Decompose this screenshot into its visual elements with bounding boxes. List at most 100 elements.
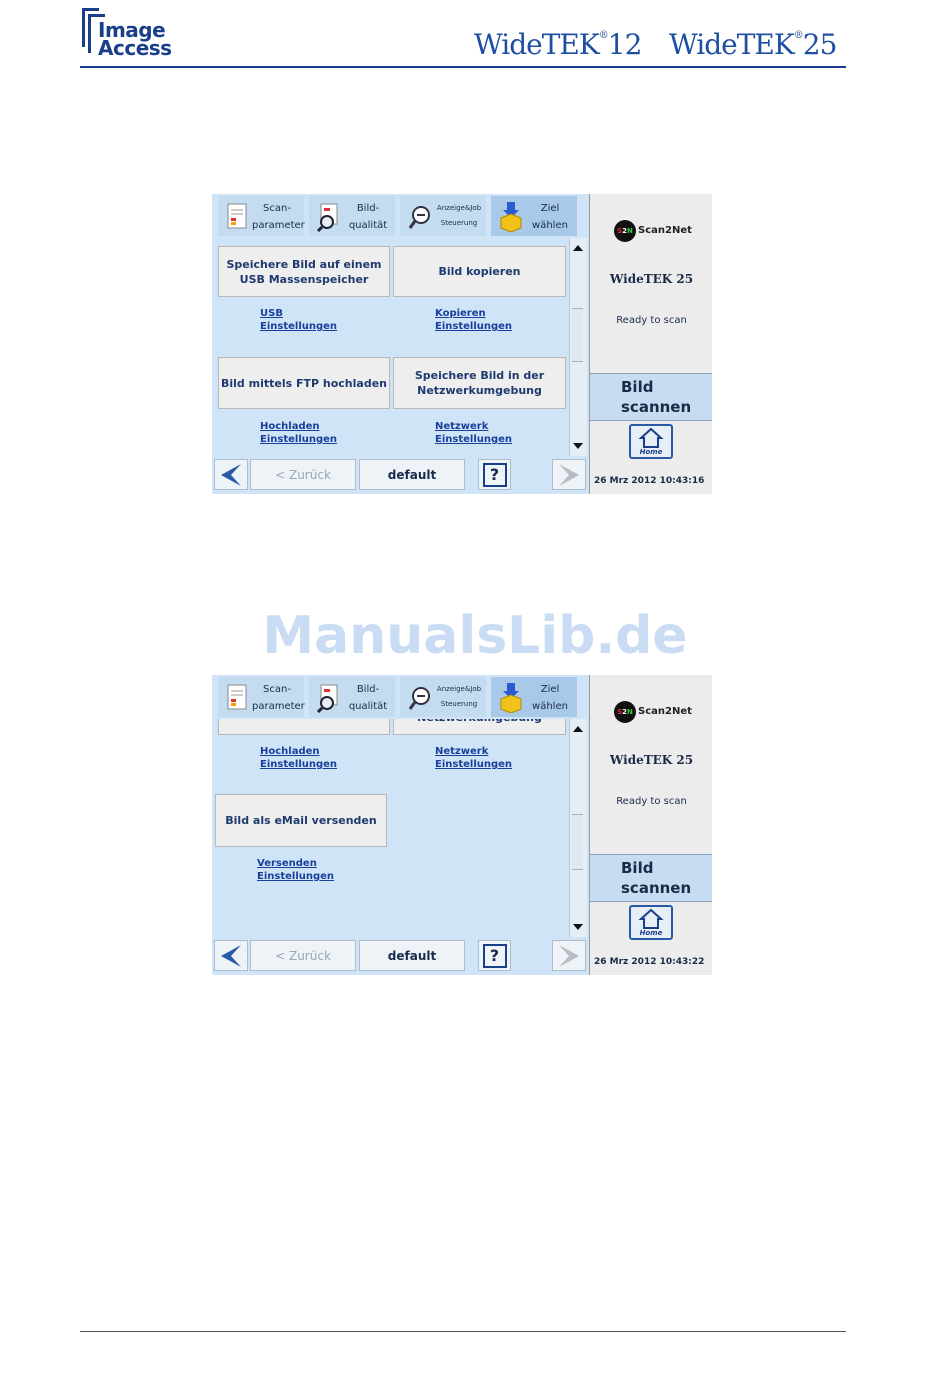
zoom-out-icon <box>408 206 430 229</box>
watermark: ManualsLib.de <box>262 606 688 666</box>
tab-label: qualität <box>348 701 388 712</box>
scan-button[interactable]: Bild scannen <box>590 854 712 902</box>
scroll-up-icon[interactable] <box>573 245 583 251</box>
scrollbar-thumb[interactable] <box>572 814 583 870</box>
tab-label: Bild- <box>356 684 380 695</box>
tab-label: Scan- <box>263 684 291 695</box>
tab-label: Ziel <box>540 684 560 695</box>
model-name: WideTEK 25 <box>609 753 694 767</box>
back-button[interactable]: < Zurück <box>250 940 356 971</box>
scrollbar-thumb[interactable] <box>572 308 583 362</box>
home-button[interactable]: Home <box>629 424 673 459</box>
help-icon: ? <box>482 943 507 968</box>
download-box-icon <box>500 202 522 232</box>
scan-button[interactable]: Bild scannen <box>590 373 712 421</box>
home-icon <box>638 427 664 448</box>
tab-label: parameter <box>252 701 305 712</box>
scroll-down-icon[interactable] <box>573 924 583 930</box>
tab-label: parameter <box>252 220 305 231</box>
arrow-right-icon <box>559 944 579 967</box>
logo-mark-icon <box>82 8 105 53</box>
help-button[interactable]: ? <box>478 940 511 971</box>
bottom-toolbar: < Zurück default ? <box>212 456 588 494</box>
ftp-upload-button[interactable]: Bild mittels FTP hochladen <box>218 357 390 409</box>
tab-label: wählen <box>532 220 568 231</box>
scroll-down-icon[interactable] <box>573 443 583 449</box>
document-icon <box>227 203 247 229</box>
tab-label: qualität <box>348 220 388 231</box>
status-text: Ready to scan <box>616 315 687 326</box>
tab-scan-parameter[interactable]: Scan- parameter <box>218 196 305 236</box>
tab-scan-parameter[interactable]: Scan- parameter <box>218 677 305 717</box>
logo-line1: Image <box>98 18 166 42</box>
tab-anzeige-job[interactable]: Anzeige&Job Steuerung <box>400 677 486 717</box>
next-button[interactable] <box>552 940 586 971</box>
default-button[interactable]: default <box>359 459 465 490</box>
model-name: WideTEK 25 <box>609 272 694 286</box>
tab-label: Bild- <box>356 203 380 214</box>
help-icon: ? <box>482 462 507 487</box>
logo-line2: Access <box>98 36 172 60</box>
arrow-left-icon <box>221 944 241 967</box>
save-network-button[interactable]: Speichere Bild in der Netzwerkumgebung <box>393 357 566 409</box>
magnifier-icon <box>317 684 338 713</box>
document-icon <box>227 684 247 710</box>
help-button[interactable]: ? <box>478 459 511 490</box>
screenshot-1: Scan- parameter Bild- qualität Anzeige&J… <box>212 194 712 494</box>
screenshot-2: Netzwerkumgebung Scan- parameter Bild- q… <box>212 675 712 975</box>
arrow-right-icon <box>559 463 579 486</box>
tab-anzeige-job[interactable]: Anzeige&Job Steuerung <box>400 196 486 236</box>
home-icon <box>638 908 664 929</box>
tab-label: Anzeige&Job <box>436 204 482 212</box>
status-text: Ready to scan <box>616 796 687 807</box>
datetime: 26 Mrz 2012 10:43:22 <box>594 957 705 967</box>
footer-rule <box>80 1331 846 1332</box>
tab-bar: Scan- parameter Bild- qualität Anzeige&J… <box>212 194 588 238</box>
tab-label: wählen <box>532 701 568 712</box>
copy-image-button[interactable]: Bild kopieren <box>393 246 566 297</box>
arrow-left-icon <box>221 463 241 486</box>
email-send-button[interactable]: Bild als eMail versenden <box>215 794 387 847</box>
brand-widetek-25: WideTEK®25 <box>669 28 837 61</box>
header-rule <box>80 66 846 68</box>
tab-label: Anzeige&Job <box>436 685 482 693</box>
tab-label: Ziel <box>540 203 560 214</box>
tab-bild-qualitaet[interactable]: Bild- qualität <box>309 677 395 717</box>
zoom-out-icon <box>408 687 430 710</box>
back-button[interactable]: < Zurück <box>250 459 356 490</box>
scrollbar[interactable] <box>569 238 587 456</box>
download-box-icon <box>500 683 522 713</box>
tab-label: Scan- <box>263 203 291 214</box>
tab-label: Steuerung <box>440 219 478 227</box>
image-access-logo: Image Access <box>82 8 177 60</box>
tab-bar: Scan- parameter Bild- qualität Anzeige&J… <box>212 675 588 719</box>
prev-button[interactable] <box>214 459 248 490</box>
home-button[interactable]: Home <box>629 905 673 940</box>
prev-button[interactable] <box>214 940 248 971</box>
next-button[interactable] <box>552 459 586 490</box>
brand-widetek-12: WideTEK®12 <box>474 28 642 61</box>
tab-bild-qualitaet[interactable]: Bild- qualität <box>309 196 395 236</box>
scrollbar[interactable] <box>569 719 587 937</box>
save-usb-button[interactable]: Speichere Bild auf einem USB Massenspeic… <box>218 246 390 297</box>
tab-ziel-waehlen[interactable]: Ziel wählen <box>491 196 577 236</box>
default-button[interactable]: default <box>359 940 465 971</box>
tab-label: Steuerung <box>440 700 478 708</box>
bottom-toolbar: < Zurück default ? <box>212 937 588 975</box>
scroll-up-icon[interactable] <box>573 726 583 732</box>
datetime: 26 Mrz 2012 10:43:16 <box>594 476 705 486</box>
tab-ziel-waehlen[interactable]: Ziel wählen <box>491 677 577 717</box>
magnifier-icon <box>317 203 338 232</box>
